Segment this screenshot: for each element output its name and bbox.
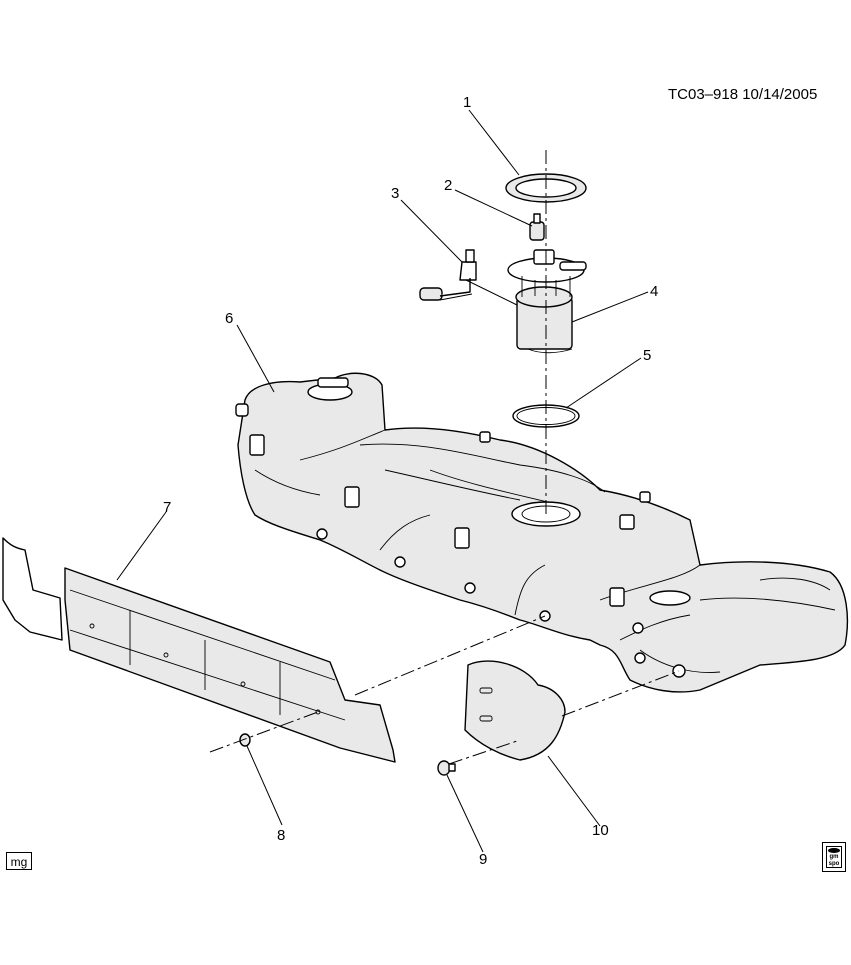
fuel-pump-module: [507, 249, 587, 354]
callout-2: 2: [444, 177, 452, 194]
callout-9: 9: [479, 851, 487, 868]
callout-4: 4: [650, 283, 658, 300]
logo-spo-text: spo: [828, 861, 840, 867]
fuel-tank-side-shield: [464, 660, 566, 761]
mg-badge: mg: [6, 852, 32, 870]
fuel-level-sensor: [419, 249, 477, 301]
callout-10: 10: [592, 822, 609, 839]
gm-spo-logo: gm spo: [822, 842, 846, 872]
callout-6: 6: [225, 310, 233, 327]
callout-7: 7: [163, 499, 171, 516]
callout-1: 1: [463, 94, 471, 111]
shield-bolt: [437, 760, 456, 776]
leader-lines: [116, 109, 649, 853]
centerlines: [209, 150, 680, 765]
fuel-pressure-sensor: [529, 213, 545, 241]
document-id: TC03–918 10/14/2005: [668, 86, 818, 103]
fuel-tank-shield: [2, 537, 396, 763]
callout-3: 3: [391, 185, 399, 202]
callout-8: 8: [277, 827, 285, 844]
logo-cap-icon: [828, 848, 840, 853]
logo-inner: gm spo: [826, 846, 842, 868]
shield-nut: [239, 733, 251, 747]
logo-gm-text: gm: [829, 854, 839, 860]
callout-labels: 1 2 3 4 5 6 7 8 9 10: [163, 94, 658, 868]
callout-5: 5: [643, 347, 651, 364]
